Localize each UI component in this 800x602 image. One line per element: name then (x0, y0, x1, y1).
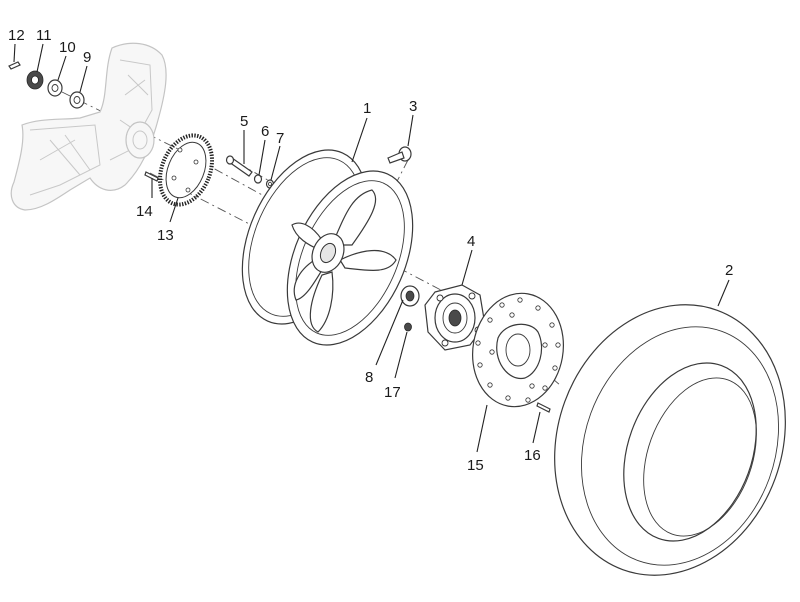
part-2-tire (554, 304, 786, 576)
callout-16: 16 (524, 447, 541, 464)
part-9-bushing (69, 91, 85, 109)
callout-17: 17 (384, 384, 401, 401)
callout-labels: 12 11 10 9 14 13 5 6 7 1 3 4 2 8 17 15 1… (8, 27, 733, 474)
callout-13: 13 (157, 227, 174, 244)
part-16-screw (536, 402, 551, 413)
part-1-wheel-rim (241, 149, 414, 346)
part-6-washer (253, 174, 263, 184)
callout-10: 10 (59, 39, 76, 56)
callout-14: 14 (136, 203, 153, 220)
part-15-brake-disc (471, 292, 565, 408)
callout-15: 15 (467, 457, 484, 474)
part-8-spacer (400, 285, 420, 307)
callout-9: 9 (83, 49, 91, 66)
callout-5: 5 (240, 113, 248, 130)
leader-lines (13, 43, 730, 453)
part-10-washer (47, 79, 63, 97)
part-4-hub-flange (424, 284, 486, 351)
part-11-nut (26, 70, 44, 90)
callout-8: 8 (365, 369, 373, 386)
callout-11: 11 (36, 27, 52, 44)
part-14-screw (144, 171, 159, 182)
part-13-tone-ring (157, 133, 215, 207)
part-5-bolt (225, 155, 253, 177)
callout-12: 12 (8, 27, 25, 44)
part-17-nut (404, 322, 412, 332)
callout-7: 7 (276, 130, 284, 147)
part-12-pin (8, 61, 21, 70)
callout-4: 4 (467, 233, 475, 250)
callout-2: 2 (725, 262, 733, 279)
swingarm-ghost (10, 42, 167, 211)
callout-6: 6 (261, 123, 269, 140)
callout-3: 3 (409, 98, 417, 115)
callout-1: 1 (363, 100, 371, 117)
part-3-bolt (387, 146, 412, 164)
